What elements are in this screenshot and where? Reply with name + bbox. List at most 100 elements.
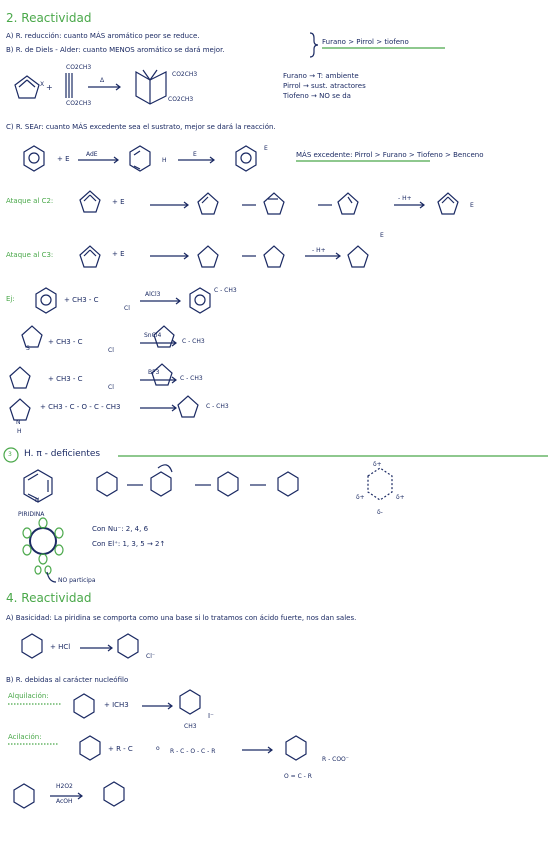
pyridine-4a — [21, 633, 43, 659]
section-3-circle — [3, 447, 19, 463]
section-4-title: 4. Reactividad — [6, 591, 92, 605]
ej-label: Ej: — [6, 295, 15, 303]
minus-h: - H+ — [398, 195, 412, 202]
pyrrole — [9, 398, 31, 421]
pyridine-acil — [79, 735, 101, 761]
e-label: E — [193, 151, 197, 158]
product-label: C - CH3 — [182, 338, 205, 345]
hcl-label: + HCl — [50, 643, 71, 651]
nucleofilo-text: B) R. debidas al carácter nucleófilo — [6, 676, 129, 684]
acilacion-label: Acilación: — [8, 733, 42, 741]
pyr-res-3 — [217, 471, 239, 497]
cl-label: Cl — [108, 347, 114, 354]
acyl-chloride: + CH3 - C — [48, 338, 83, 346]
x-label: X — [40, 81, 45, 88]
pyridine-delta — [367, 467, 393, 501]
basicidad-text: A) Basicidad: La piridina se comporta co… — [6, 614, 357, 622]
diels-alder-text: B) R. de Diels - Alder: cuanto MENOS aro… — [6, 46, 225, 54]
co2ch3-label: CO2CH3 — [66, 100, 92, 107]
cl-minus: Cl⁻ — [146, 653, 156, 660]
orbital-ring — [29, 527, 57, 555]
delta-plus: δ+ — [356, 494, 365, 501]
sncl4-label: SnCl4 — [144, 332, 162, 339]
ataque-c2-label: Ataque al C2: — [6, 197, 54, 205]
furano-note: Furano → T: ambiente — [283, 72, 359, 80]
benzene-product — [235, 145, 257, 172]
acetylpyrrole — [177, 395, 199, 418]
pyridine-big — [23, 469, 53, 503]
e-plus: + E — [112, 198, 125, 206]
tiofeno-note: Tiofeno → NO se da — [283, 92, 351, 100]
co2ch3-label: CO2CH3 — [168, 96, 194, 103]
e-label: E — [380, 232, 384, 239]
i-minus: I⁻ — [208, 712, 214, 720]
s-label: S — [26, 345, 30, 352]
reduccion-text: A) R. reducción: cuanto MÁS aromático pe… — [6, 32, 200, 40]
pyridine-n-oxide — [103, 781, 125, 807]
co2ch3-label: CO2CH3 — [66, 64, 92, 71]
o-c-r: O = C - R — [284, 773, 312, 780]
acetophenone — [189, 287, 211, 314]
h2o2-label: H2O2 — [56, 783, 73, 790]
product-label: C - CH3 — [214, 287, 237, 294]
furan — [9, 366, 31, 389]
co2ch3-label: CO2CH3 — [172, 71, 198, 78]
acyl-chloride: + CH3 - C — [48, 375, 83, 383]
sear-text: C) R. SEAr: cuanto MÁS excedente sea el … — [6, 123, 276, 131]
ring-c2-1 — [79, 190, 101, 213]
delta-label: Δ — [100, 77, 105, 84]
alcl3-label: AlCl3 — [145, 291, 161, 298]
product-label: C - CH3 — [180, 375, 203, 382]
cl-label: Cl — [108, 384, 114, 391]
piridina-label: PIRIDINA — [18, 511, 45, 518]
minus-h: - H+ — [312, 247, 326, 254]
product-label: C - CH3 — [206, 403, 229, 410]
ring-c3-3 — [263, 245, 285, 268]
acyl-r: + R - C — [108, 745, 133, 753]
e-plus: + E — [112, 250, 125, 258]
section-3-number: 3 — [8, 451, 12, 458]
mas-excedente: MÁS excedente: Pirrol > Furano > Tiofeno… — [296, 151, 484, 159]
acetylfuran — [151, 363, 173, 386]
bicyclic-product — [135, 70, 167, 105]
no-participa: NO participa — [58, 577, 96, 584]
pyr-res-2 — [150, 471, 172, 497]
ring-c3-1 — [79, 245, 101, 268]
svg-text:+: + — [46, 83, 53, 92]
benzene-1 — [23, 145, 45, 172]
ring-c2-2 — [197, 192, 219, 215]
e-label: E — [264, 145, 268, 152]
section-2-title: 2. Reactividad — [6, 11, 92, 25]
ich3-label: + ICH3 — [104, 701, 129, 709]
e-label: E — [470, 202, 474, 209]
acetylthiophene — [153, 325, 175, 348]
rcoo-label: R - COO⁻ — [322, 756, 349, 763]
nh-label: H — [17, 428, 22, 435]
ring-c2-5 — [437, 192, 459, 215]
delta-minus: δ- — [377, 509, 383, 516]
brace — [309, 32, 319, 58]
benzene-ej — [35, 287, 57, 314]
el-positions: Con El⁺: 1, 3, 5 → 2↑ — [92, 540, 166, 548]
order-text: Furano > Pirrol > tiofeno — [322, 38, 409, 46]
ataque-c3-label: Ataque al C3: — [6, 251, 54, 259]
pyridinium-ch3 — [179, 689, 201, 715]
sigma-complex — [129, 145, 151, 172]
delta-plus: δ+ — [396, 494, 405, 501]
pyr-res-4 — [277, 471, 299, 497]
pyridinium-acyl — [285, 735, 307, 761]
pirrol-note: Pirrol → sust. atractores — [283, 82, 366, 90]
ring-c3-2 — [197, 245, 219, 268]
ring-c3-4 — [347, 245, 369, 268]
delta-plus: δ+ — [373, 461, 382, 468]
or-label: o — [156, 745, 160, 752]
cl-label: Cl — [124, 305, 130, 312]
nu-positions: Con Nu⁻: 2, 4, 6 — [92, 525, 149, 533]
section-3-title: H. π - deficientes — [24, 449, 101, 459]
n-label: N — [35, 497, 40, 504]
ring-c2-3 — [263, 192, 285, 215]
n-label: N — [16, 419, 21, 426]
ade-label: AdE — [86, 151, 98, 158]
acoh-label: AcOH — [56, 798, 73, 805]
